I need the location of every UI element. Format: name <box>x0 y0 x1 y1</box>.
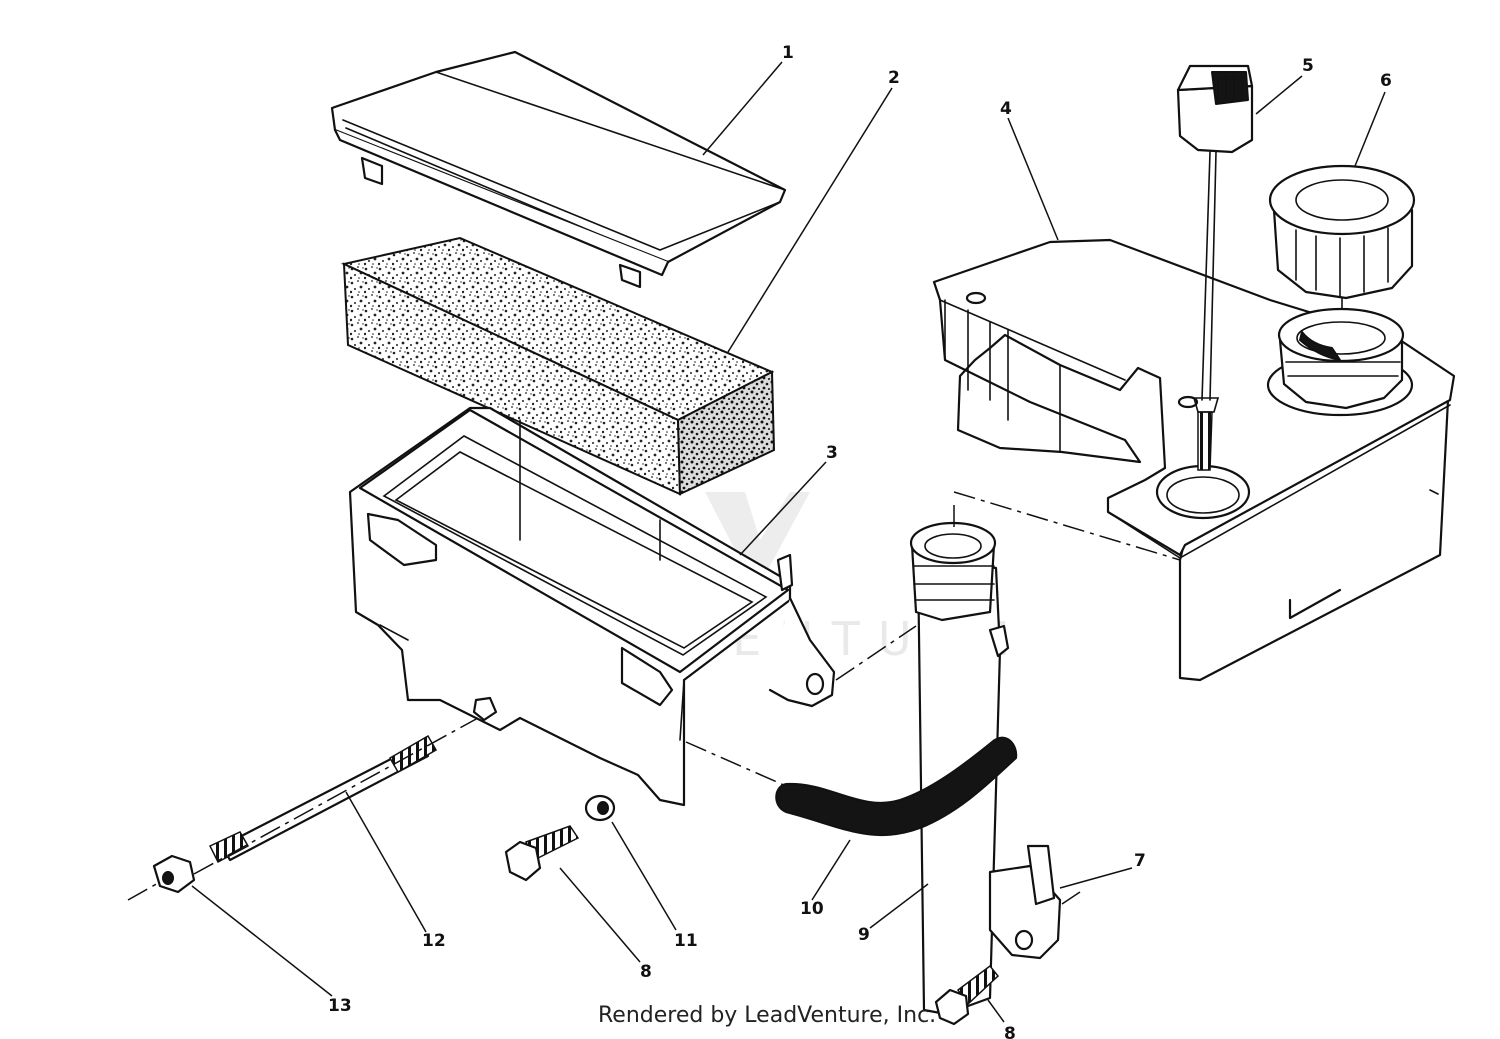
part-8-screw-upper <box>504 825 580 882</box>
part-6-fuel-cap <box>1268 164 1416 410</box>
callout-4: 4 <box>1000 99 1012 119</box>
callout-2: 2 <box>888 68 900 88</box>
footer-credit: Rendered by LeadVenture, Inc. <box>598 1003 937 1028</box>
callout-6: 6 <box>1380 71 1392 91</box>
callout-12: 12 <box>422 931 446 951</box>
callout-5: 5 <box>1302 56 1314 76</box>
callout-1: 1 <box>782 43 794 63</box>
part-8-screw-lower <box>934 964 1000 1026</box>
part-1-air-cleaner-cover <box>330 50 787 289</box>
alignment-lines <box>127 491 1181 905</box>
leader-lines <box>191 61 1386 1023</box>
callout-8-upper: 8 <box>640 962 652 982</box>
part-5-dipstick <box>1176 64 1254 471</box>
part-7-bracket <box>988 844 1062 960</box>
callout-10: 10 <box>800 899 824 919</box>
part-12-long-bolt <box>208 734 438 864</box>
watermark-logo <box>705 492 810 575</box>
callout-8-lower: 8 <box>1004 1024 1016 1039</box>
part-10-hose <box>775 736 1018 837</box>
part-2-foam-element <box>340 236 776 496</box>
part-11-washer <box>584 794 616 822</box>
callout-3: 3 <box>826 443 838 463</box>
part-13-nut <box>152 854 196 894</box>
callouts: 1 2 3 4 5 6 7 8 8 9 10 11 12 13 <box>328 43 1392 1039</box>
part-3-air-cleaner-base <box>348 406 836 807</box>
callout-11: 11 <box>674 931 698 951</box>
callout-13: 13 <box>328 996 352 1016</box>
callout-9: 9 <box>858 925 870 945</box>
callout-7: 7 <box>1134 851 1146 871</box>
